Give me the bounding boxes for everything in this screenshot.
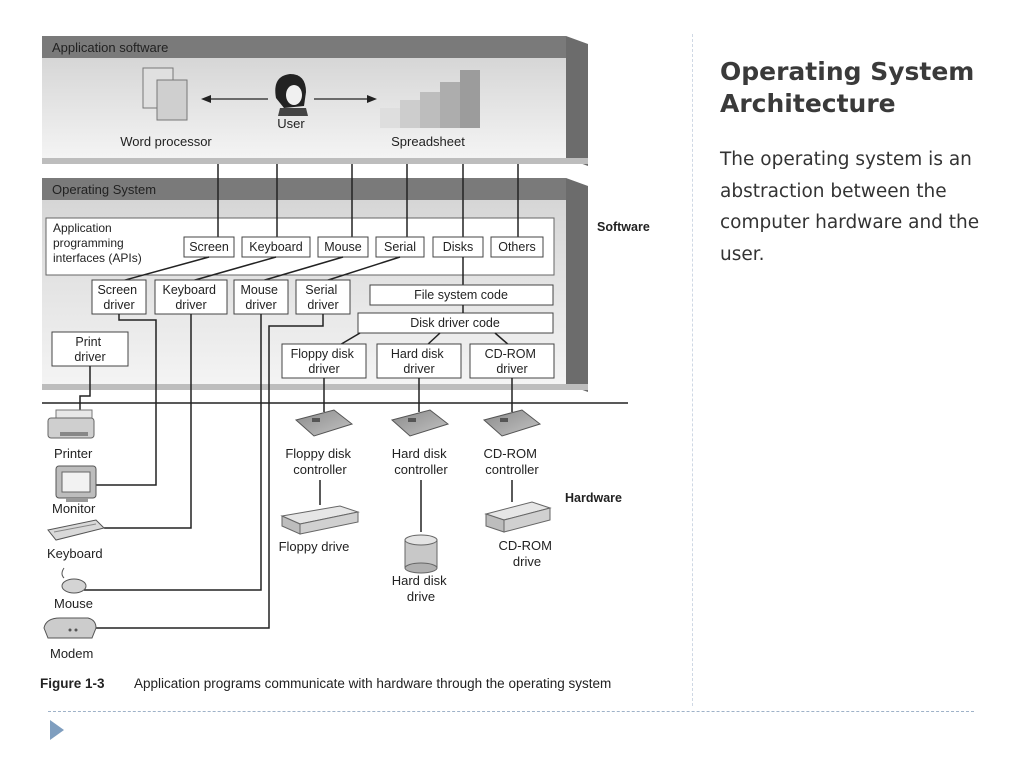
os-architecture-diagram: Application software Operating System Wo…: [40, 36, 650, 691]
mouse-icon: [61, 567, 87, 594]
driver-serial: Serial driver: [305, 283, 340, 312]
api-keyboard: Keyboard: [249, 240, 303, 254]
api-area-label: Application programming interfaces (APIs…: [53, 221, 142, 265]
cdrom-drive-icon: [484, 501, 552, 533]
spreadsheet-icon: [380, 70, 480, 128]
driver-print: Print driver: [74, 335, 105, 364]
api-to-driver-lines: [117, 256, 464, 285]
cdrom-drive-label: CD-ROM drive: [498, 538, 555, 569]
driver-cdrom: CD-ROM driver: [485, 347, 540, 376]
driver-screen: Screen driver: [97, 283, 140, 312]
floppy-drive-label: Floppy drive: [279, 539, 350, 554]
next-slide-arrow-icon[interactable]: [50, 720, 64, 740]
file-system-code: File system code: [414, 288, 508, 302]
os-layer-title: Operating System: [52, 182, 156, 197]
floppy-drive-icon: [280, 505, 360, 535]
modem-label: Modem: [50, 646, 93, 661]
driver-floppy: Floppy disk driver: [291, 347, 358, 376]
floppy-controller-board-icon: [294, 409, 354, 437]
printer-icon: [47, 409, 95, 439]
floppy-controller-label: Floppy disk controller: [285, 446, 354, 477]
slide-body: The operating system is an abstraction b…: [720, 149, 980, 265]
modem-icon: [43, 617, 97, 639]
user-label: User: [277, 116, 305, 131]
driver-to-device-wires: [79, 314, 513, 629]
api-others: Others: [498, 240, 536, 254]
software-label: Software: [597, 220, 650, 234]
driver-mouse: Mouse driver: [240, 283, 281, 312]
monitor-icon: [55, 465, 97, 502]
api-serial: Serial: [384, 240, 416, 254]
harddisk-controller-label: Hard disk controller: [392, 446, 451, 477]
figure-caption-text: Application programs communicate with ha…: [134, 676, 611, 691]
driver-harddisk: Hard disk driver: [391, 347, 447, 376]
harddisk-drive-icon: [404, 534, 438, 574]
api-mouse: Mouse: [324, 240, 362, 254]
spreadsheet-label: Spreadsheet: [391, 134, 465, 149]
api-disks: Disks: [443, 240, 474, 254]
cdrom-controller-label: CD-ROM controller: [483, 446, 540, 477]
monitor-label: Monitor: [52, 501, 96, 516]
slide-title: Operating System Architecture: [720, 57, 975, 118]
driver-keyboard: Keyboard driver: [163, 283, 220, 312]
footer-divider: [48, 711, 974, 712]
hardware-label: Hardware: [565, 491, 622, 505]
harddisk-drive-label: Hard disk drive: [392, 573, 451, 604]
api-screen: Screen: [189, 240, 229, 254]
printer-label: Printer: [54, 446, 93, 461]
column-divider: [692, 34, 693, 706]
application-layer-title: Application software: [52, 40, 168, 55]
word-processor-label: Word processor: [120, 134, 212, 149]
app-to-api-lines: [217, 164, 519, 237]
user-icon: [275, 74, 308, 116]
user-arrows: [201, 95, 377, 103]
disk-driver-code: Disk driver code: [410, 316, 500, 330]
cdrom-controller-board-icon: [482, 409, 542, 437]
keyboard-icon: [47, 519, 105, 541]
word-processor-icon: [142, 67, 188, 121]
mouse-label: Mouse: [54, 596, 93, 611]
harddisk-controller-board-icon: [390, 409, 450, 437]
figure-caption-label: Figure 1-3: [40, 676, 105, 691]
keyboard-label: Keyboard: [47, 546, 103, 561]
